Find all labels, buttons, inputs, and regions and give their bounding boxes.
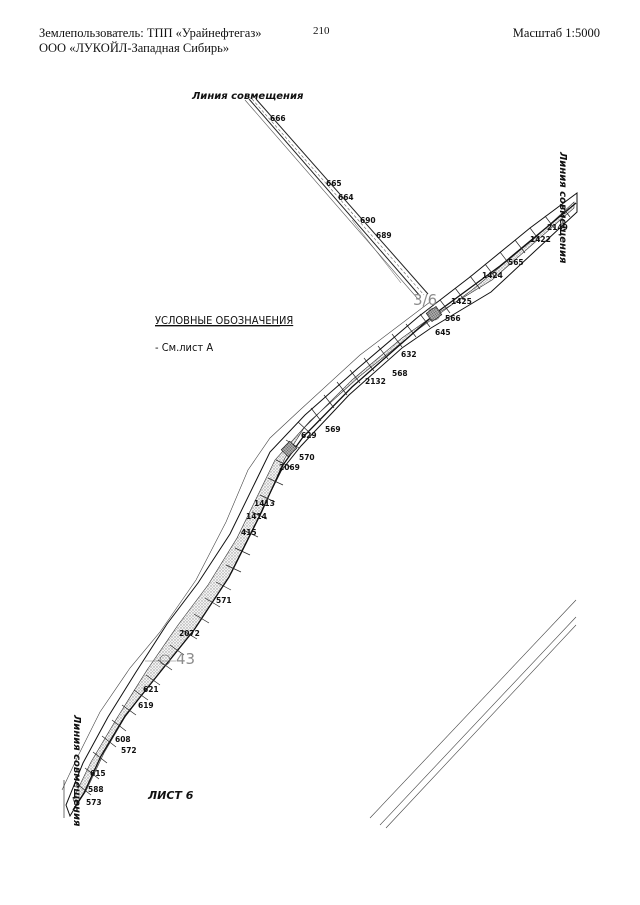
picket-label: 2069 bbox=[279, 463, 300, 472]
picket-label: 645 bbox=[435, 328, 451, 337]
picket-label: 1414 bbox=[246, 512, 267, 521]
node-label-3-6: 3/6 bbox=[413, 291, 437, 309]
picket-label: 588 bbox=[88, 785, 104, 794]
match-line-left-label: Линия совмещения bbox=[71, 714, 82, 827]
picket-label: 629 bbox=[301, 431, 317, 440]
picket-label: 573 bbox=[86, 798, 102, 807]
picket-label: 1422 bbox=[530, 235, 551, 244]
picket-label: 415 bbox=[241, 528, 257, 537]
picket-label: 570 bbox=[299, 453, 315, 462]
picket-labels: 666 665 664 690 689 2149 1422 565 1424 1… bbox=[86, 114, 568, 807]
picket-label: 1424 bbox=[482, 271, 503, 280]
land-user-block: Землепользователь: ТПП «Урайнефтегаз» ОО… bbox=[39, 26, 262, 56]
main-corridor bbox=[61, 192, 578, 818]
picket-label: 2132 bbox=[365, 377, 386, 386]
land-user-line-1: Землепользователь: ТПП «Урайнефтегаз» bbox=[39, 26, 262, 40]
road-lines bbox=[369, 599, 577, 829]
node-label-43: 43 bbox=[176, 650, 195, 668]
sheet-label: ЛИСТ 6 bbox=[147, 789, 194, 802]
picket-label: 615 bbox=[90, 769, 106, 778]
picket-label: 566 bbox=[445, 314, 461, 323]
picket-label: 565 bbox=[508, 258, 524, 267]
picket-label: 1413 bbox=[254, 499, 275, 508]
picket-label: 664 bbox=[338, 193, 354, 202]
picket-label: 619 bbox=[138, 701, 154, 710]
land-user-line-2: ООО «ЛУКОЙЛ-Западная Сибирь» bbox=[39, 41, 230, 55]
picket-label: 1425 bbox=[451, 297, 472, 306]
picket-label: 571 bbox=[216, 596, 232, 605]
picket-label: 2072 bbox=[179, 629, 200, 638]
picket-label: 2149 bbox=[547, 223, 568, 232]
picket-label: 666 bbox=[270, 114, 286, 123]
legend-title: УСЛОВНЫЕ ОБОЗНАЧЕНИЯ bbox=[155, 314, 293, 327]
page-number: 210 bbox=[313, 25, 330, 37]
picket-label: 632 bbox=[401, 350, 417, 359]
picket-label: 572 bbox=[121, 746, 137, 755]
picket-label: 608 bbox=[115, 735, 131, 744]
map-scale: Масштаб 1:5000 bbox=[512, 26, 600, 40]
picket-label: 665 bbox=[326, 179, 342, 188]
picket-label: 621 bbox=[143, 685, 159, 694]
picket-label: 689 bbox=[376, 231, 392, 240]
picket-label: 690 bbox=[360, 216, 376, 225]
match-line-top-label: Линия совмещения bbox=[191, 91, 304, 102]
match-line-right-label: Линия совмещения bbox=[557, 151, 568, 264]
legend-item: - См.лист А bbox=[155, 341, 213, 354]
picket-label: 568 bbox=[392, 369, 408, 378]
branch-corridor bbox=[244, 98, 429, 300]
picket-label: 569 bbox=[325, 425, 341, 434]
